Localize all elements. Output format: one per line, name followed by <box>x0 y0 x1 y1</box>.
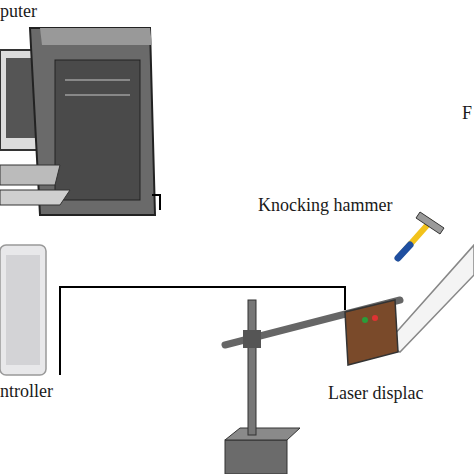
part-label: Laser displac <box>328 384 423 404</box>
part-label: puter <box>0 2 37 22</box>
controller-panel <box>6 255 40 365</box>
sensor-led <box>362 317 368 323</box>
drive-slot <box>65 79 130 81</box>
stand-base-top <box>225 428 300 440</box>
signal-cable <box>60 287 345 375</box>
laser-sensor <box>345 300 398 365</box>
hammer-handle <box>398 222 430 258</box>
part-label: ntroller <box>0 382 53 402</box>
tower-front <box>55 60 140 200</box>
hammer-head <box>416 212 444 234</box>
controller <box>0 245 46 375</box>
cable <box>152 195 160 210</box>
hammer <box>398 212 444 258</box>
controller-box <box>0 245 46 375</box>
beam-plate <box>385 245 474 352</box>
clamp <box>243 330 261 348</box>
keyboard <box>0 165 60 185</box>
sensor-body <box>345 300 398 365</box>
desk-tray <box>0 190 70 205</box>
hammer-grip <box>398 245 410 258</box>
stand-rod <box>248 300 256 435</box>
sensor-led <box>372 315 378 321</box>
stand-base <box>225 440 287 474</box>
computer <box>0 28 155 215</box>
part-label: Knocking hammer <box>258 196 392 216</box>
drive-slot <box>65 94 130 96</box>
computer-tower <box>30 28 155 215</box>
part-label: F <box>462 104 472 124</box>
tower-top <box>40 28 152 45</box>
